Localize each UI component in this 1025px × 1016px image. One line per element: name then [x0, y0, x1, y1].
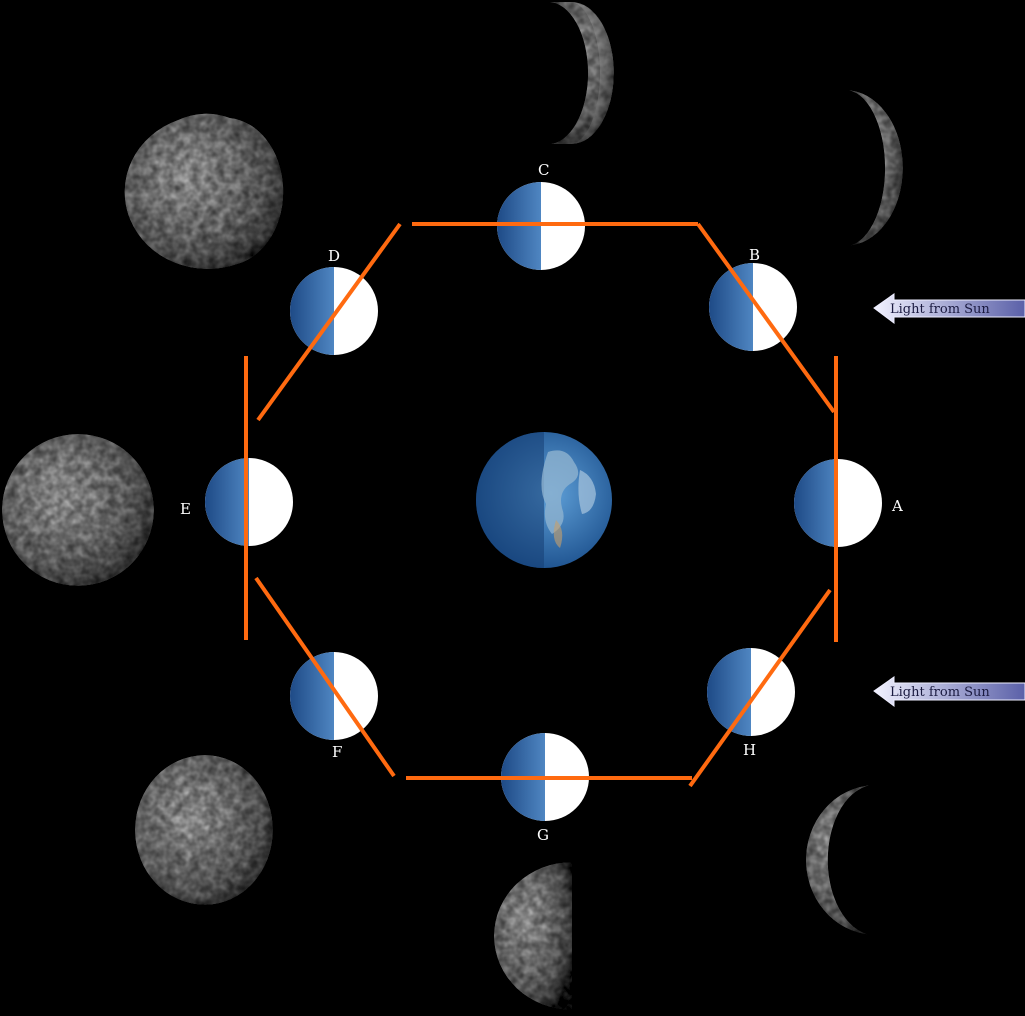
moon-photo-h: [806, 785, 880, 935]
inner-moon-e: [205, 458, 293, 546]
inner-moon-b: [709, 263, 797, 351]
inner-moon-dark-side: [709, 263, 753, 351]
inner-moon-dark-side: [290, 652, 334, 740]
inner-moon-dark-side: [707, 648, 751, 736]
earth: [476, 432, 612, 568]
label-d: D: [328, 247, 340, 265]
sun-arrow-bottom: Light from Sun: [874, 677, 1025, 706]
inner-moon-d: [290, 267, 378, 355]
inner-moon-dark-side: [290, 267, 334, 355]
label-a: A: [891, 497, 903, 515]
moon-photo-e: [2, 434, 154, 586]
label-f: F: [332, 743, 342, 761]
inner-moon-dark-side: [205, 458, 249, 546]
sun-arrow-top-text: Light from Sun: [890, 302, 990, 317]
label-b: B: [749, 246, 760, 264]
sun-arrow-top: Light from Sun: [874, 294, 1025, 323]
inner-moon-f: [290, 652, 378, 740]
inner-moon-dark-side: [794, 459, 838, 547]
label-e: E: [180, 500, 191, 518]
moon-photo-g: [494, 862, 572, 1010]
label-h: H: [743, 741, 756, 759]
inner-moon-h: [707, 648, 795, 736]
moon-photo-c: [530, 2, 614, 144]
label-c: C: [538, 161, 549, 179]
label-g: G: [537, 826, 549, 844]
moon-photo-f: [135, 755, 273, 905]
moon-photo-d: [125, 114, 284, 270]
sun-arrow-bottom-text: Light from Sun: [890, 685, 990, 700]
moon-photo-b: [845, 90, 903, 246]
